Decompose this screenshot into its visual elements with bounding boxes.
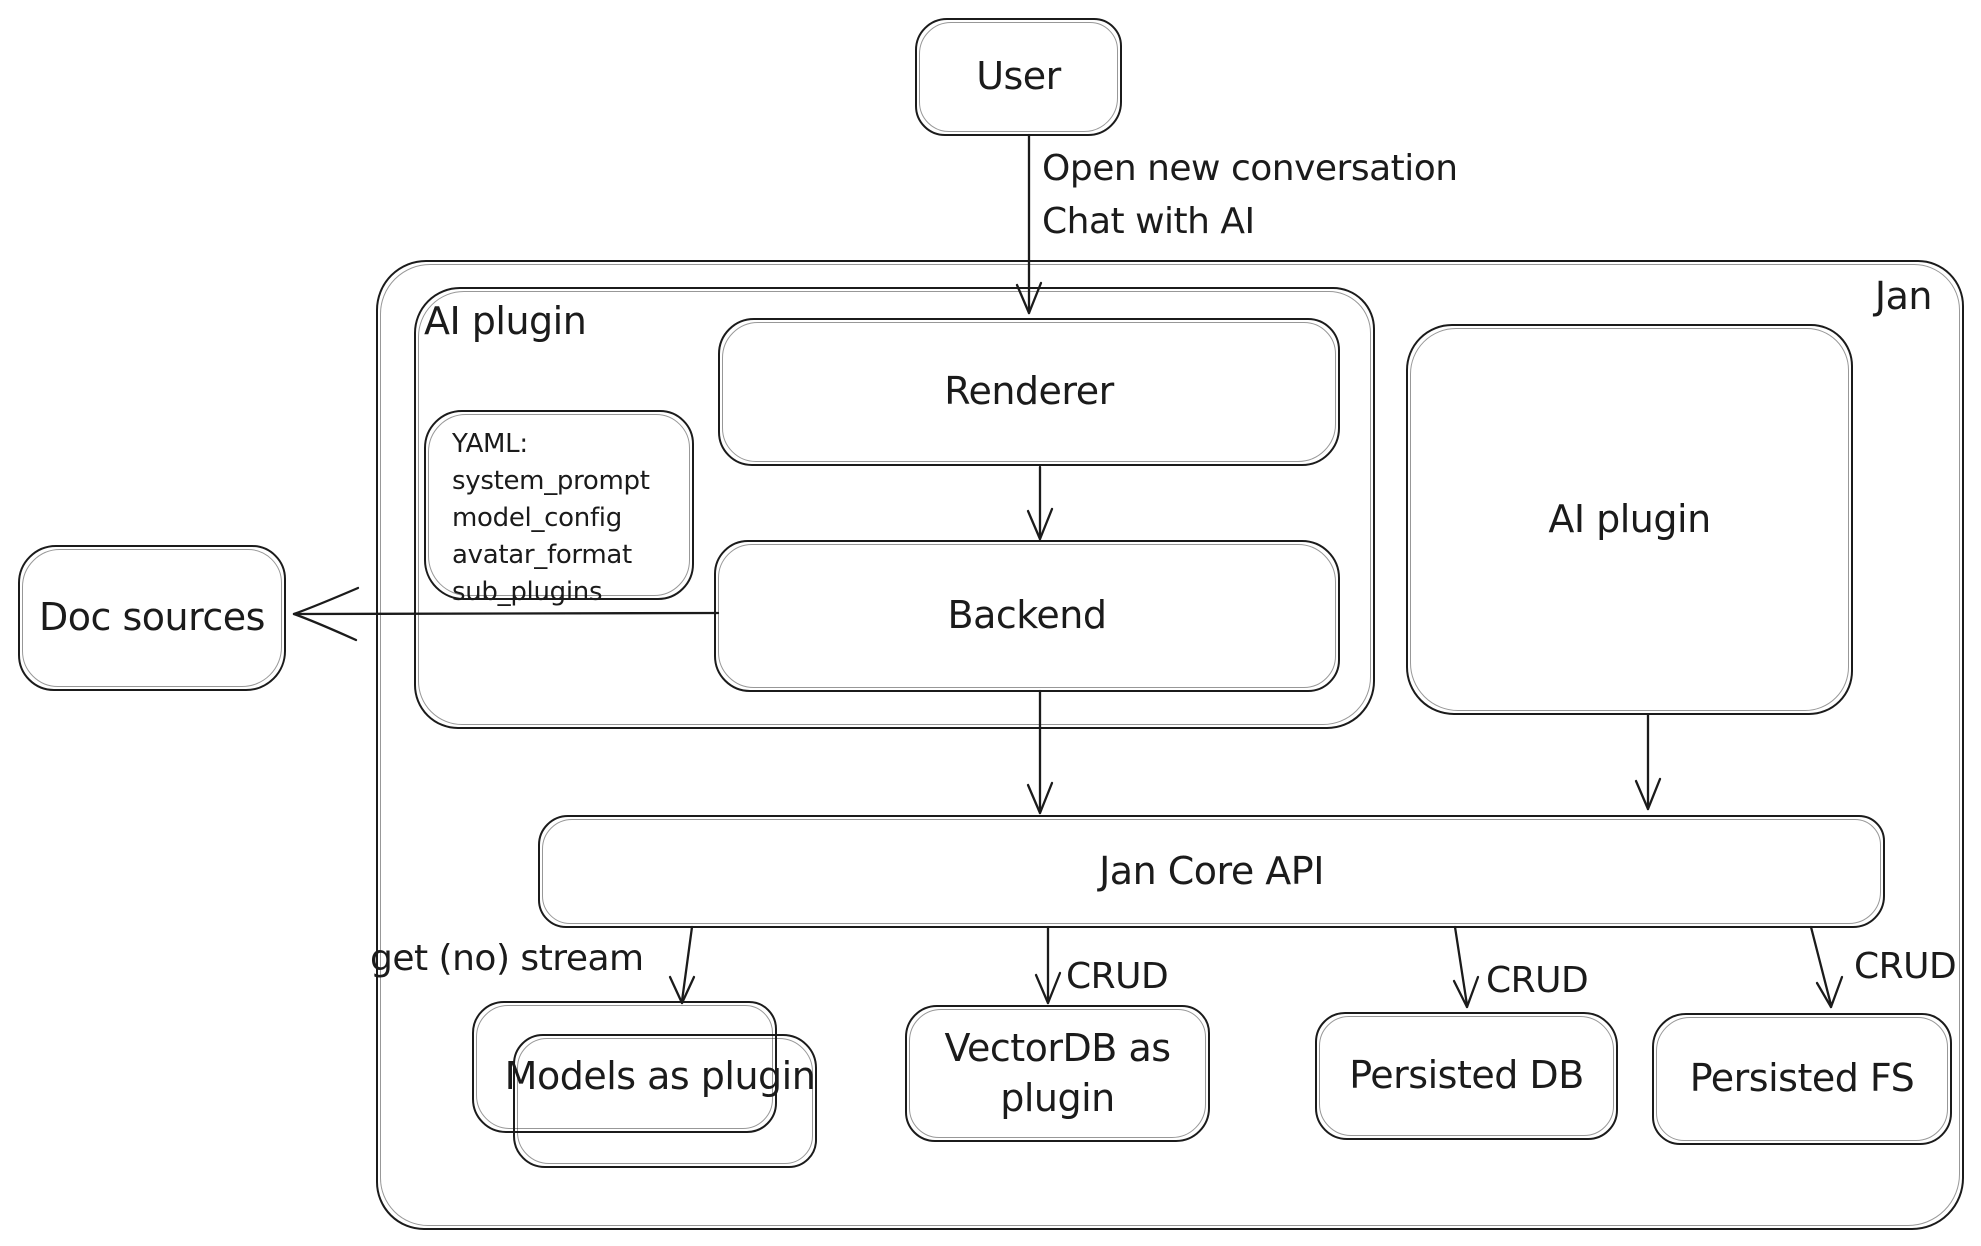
persisted-fs-label: Persisted FS bbox=[1689, 1056, 1915, 1101]
arrow-backend-to-doc-sources bbox=[288, 582, 720, 648]
crud-label-vectordb: CRUD bbox=[1066, 956, 1169, 997]
models-plugin-node bbox=[513, 1034, 817, 1168]
arrow-core-to-models bbox=[662, 925, 706, 1007]
doc-sources-node: Doc sources bbox=[18, 545, 286, 691]
vectordb-plugin-label: VectorDB as plugin bbox=[944, 1026, 1171, 1120]
yaml-note-line: avatar_format bbox=[452, 540, 632, 570]
user-node-label: User bbox=[976, 54, 1061, 99]
arrow-core-to-persisted-fs bbox=[1797, 925, 1845, 1011]
ai-plugin-node-label: AI plugin bbox=[1548, 496, 1711, 541]
arrow-core-to-persisted-db bbox=[1441, 925, 1485, 1011]
renderer-node: Renderer bbox=[718, 318, 1340, 466]
get-no-stream-label: get (no) stream bbox=[370, 938, 644, 979]
yaml-note: YAML: system_prompt model_config avatar_… bbox=[424, 410, 694, 607]
doc-sources-node-label: Doc sources bbox=[39, 595, 265, 640]
yaml-note-line: sub_plugins bbox=[452, 577, 603, 607]
vectordb-plugin-node: VectorDB as plugin bbox=[905, 1005, 1210, 1142]
yaml-note-text: YAML: system_prompt model_config avatar_… bbox=[452, 426, 650, 611]
yaml-note-line: model_config bbox=[452, 503, 622, 533]
user-edge-label-line1: Open new conversation bbox=[1042, 148, 1458, 189]
arrow-ai-plugin-to-jan-core-api bbox=[1631, 713, 1667, 813]
persisted-db-node: Persisted DB bbox=[1315, 1012, 1618, 1140]
ai-plugin-container: AI plugin bbox=[414, 287, 1375, 729]
backend-node: Backend bbox=[714, 540, 1340, 692]
renderer-node-label: Renderer bbox=[944, 369, 1114, 414]
models-plugin-label: Models as plugin bbox=[504, 1054, 816, 1098]
jan-core-api-node: Jan Core API bbox=[538, 815, 1885, 928]
backend-node-label: Backend bbox=[947, 593, 1107, 638]
jan-container: Jan bbox=[376, 260, 1964, 1230]
arrow-backend-to-jan-core-api bbox=[1023, 689, 1059, 817]
arrow-renderer-to-backend bbox=[1023, 465, 1059, 543]
persisted-fs-node: Persisted FS bbox=[1652, 1013, 1952, 1145]
ai-plugin-container-label: AI plugin bbox=[424, 299, 587, 343]
crud-label-persisted-fs: CRUD bbox=[1854, 946, 1957, 987]
persisted-db-label: Persisted DB bbox=[1349, 1053, 1584, 1098]
ai-plugin-node: AI plugin bbox=[1406, 324, 1853, 715]
jan-core-api-node-label: Jan Core API bbox=[1099, 848, 1324, 893]
user-edge-label-line2: Chat with AI bbox=[1042, 201, 1255, 242]
yaml-note-line: system_prompt bbox=[452, 466, 650, 496]
jan-container-label: Jan bbox=[1874, 274, 1933, 318]
arrow-user-to-renderer bbox=[1012, 133, 1048, 317]
yaml-note-line: YAML: bbox=[452, 429, 528, 459]
user-node: User bbox=[915, 18, 1122, 136]
crud-label-persisted-db: CRUD bbox=[1486, 960, 1589, 1001]
arrow-core-to-vectordb bbox=[1031, 925, 1067, 1007]
